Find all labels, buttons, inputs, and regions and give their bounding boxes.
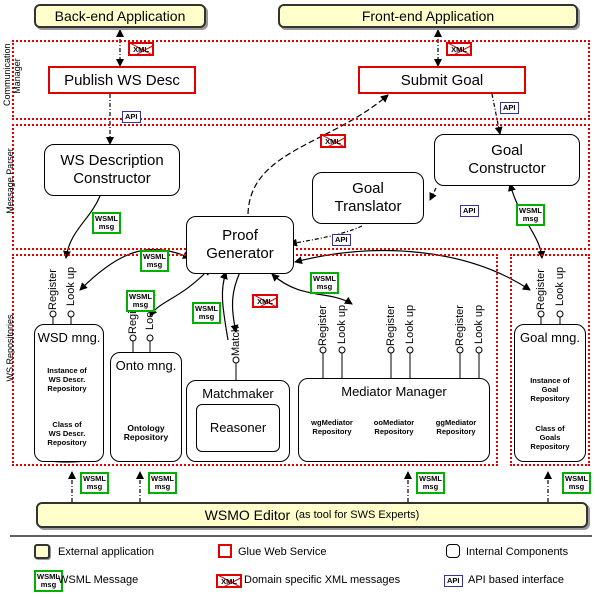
matchmaker-match-label: Match	[230, 326, 242, 356]
reasoner: Reasoner	[196, 404, 280, 452]
xml-badge: XML	[252, 294, 278, 308]
goal-manager-label: Goal mng.	[520, 330, 580, 345]
goal-manager: Goal mng.	[514, 324, 586, 462]
submit-goal-service: Submit Goal	[358, 66, 526, 94]
legend-api-label: API based interface	[468, 574, 565, 586]
legend-wsml-swatch: WSML msg	[34, 570, 63, 592]
gg-lookup-label: Look up	[473, 304, 485, 344]
legend-xml-label: Domain specific XML messages	[244, 574, 401, 586]
wsd-manager: WSD mng.	[34, 324, 104, 462]
backend-application: Back-end Application	[34, 4, 206, 28]
goal-constructor-label: Goal Constructor	[468, 142, 546, 177]
wsmo-editor: WSMO Editor (as tool for SWS Experts)	[36, 502, 588, 528]
wsml-badge: WSML msg	[92, 212, 121, 234]
legend-internal-label: Internal Components	[466, 546, 569, 558]
goal-constructor: Goal Constructor	[434, 134, 580, 186]
proof-generator: Proof Generator	[186, 216, 294, 274]
ws-repositories-label: WS Repositories	[5, 314, 15, 382]
onto-manager: Onto mng.	[110, 352, 182, 462]
legend-external-label: External application	[58, 546, 155, 558]
goal-repositories-layer	[510, 254, 590, 466]
backend-application-label: Back-end Application	[54, 8, 186, 24]
api-badge: API	[460, 205, 479, 217]
publish-ws-desc-service: Publish WS Desc	[48, 66, 196, 94]
gg-register-label: Register	[454, 305, 466, 346]
goal-register-label: Register	[535, 269, 547, 310]
wsml-badge: WSML msg	[516, 204, 545, 226]
xml-badge: XML	[128, 42, 154, 56]
ws-description-constructor: WS Description Constructor	[44, 144, 180, 196]
legend-internal-swatch	[446, 544, 460, 558]
wsd-manager-label: WSD mng.	[37, 330, 101, 345]
wsml-badge: WSML msg	[562, 472, 591, 494]
reasoner-label: Reasoner	[209, 420, 267, 435]
wsml-badge: WSML msg	[310, 272, 339, 294]
legend-glue-swatch	[218, 544, 232, 558]
wgmediator-repository: wgMediator Repository	[311, 418, 353, 436]
ggmediator-repository: ggMediator Repository	[435, 418, 477, 436]
message-parser-label: Message Parser	[5, 148, 15, 214]
onto-manager-label: Onto mng.	[115, 358, 177, 373]
wsml-badge: WSML msg	[80, 472, 109, 494]
goal-translator-label: Goal Translator	[334, 180, 402, 215]
xml-badge: XML	[446, 42, 472, 56]
legend-api-swatch: API	[444, 575, 463, 587]
message-parser-layer	[12, 124, 590, 250]
api-badge: API	[500, 102, 519, 114]
submit-goal-label: Submit Goal	[400, 71, 484, 89]
wsml-badge: WSML msg	[416, 472, 445, 494]
wsml-badge: WSML msg	[140, 250, 169, 272]
publish-ws-desc-label: Publish WS Desc	[64, 71, 180, 89]
wsd-register-label: Register	[47, 269, 59, 310]
mediator-manager: Mediator Manager	[298, 378, 490, 462]
oomediator-repository: ooMediator Repository	[373, 418, 415, 436]
mediator-manager-label: Mediator Manager	[341, 384, 447, 399]
matchmaker-label: Matchmaker	[202, 386, 274, 401]
wsmo-editor-sublabel: (as tool for SWS Experts)	[295, 509, 420, 521]
goal-lookup-label: Look up	[554, 266, 566, 306]
instance-goal-repository: Instance of Goal Repository	[530, 376, 570, 403]
communication-manager-label: Communication Manager	[2, 43, 22, 106]
ws-description-constructor-label: WS Description Constructor	[60, 152, 164, 187]
legend-glue-label: Glue Web Service	[238, 546, 327, 558]
instance-ws-descr-repository: Instance of WS Descr. Repository	[47, 366, 87, 393]
communication-manager-layer	[12, 40, 590, 120]
wsml-badge: WSML msg	[126, 290, 155, 312]
api-badge: API	[332, 234, 351, 246]
wg-register-label: Register	[317, 305, 329, 346]
wsml-badge: WSML msg	[192, 302, 221, 324]
class-ws-descr-repository: Class of WS Descr. Repository	[47, 420, 87, 447]
oo-lookup-label: Look up	[404, 304, 416, 344]
legend-external-swatch	[34, 544, 50, 559]
frontend-application: Front-end Application	[278, 4, 578, 28]
xml-badge: XML	[320, 134, 346, 148]
api-badge: API	[122, 111, 141, 123]
wsmo-editor-label: WSMO Editor	[204, 507, 291, 523]
legend-xml-swatch: XML	[216, 574, 242, 588]
legend-wsml-label: WSML Message	[58, 574, 139, 586]
wsml-badge: WSML msg	[148, 472, 177, 494]
wsd-lookup-label: Look up	[65, 266, 77, 306]
proof-generator-label: Proof Generator	[206, 227, 274, 262]
ontology-repository: Ontology Repository	[123, 423, 169, 442]
oo-register-label: Register	[385, 305, 397, 346]
goal-translator: Goal Translator	[312, 172, 424, 224]
frontend-application-label: Front-end Application	[361, 8, 495, 24]
class-goals-repository: Class of Goals Repository	[530, 424, 570, 451]
wg-lookup-label: Look up	[336, 304, 348, 344]
